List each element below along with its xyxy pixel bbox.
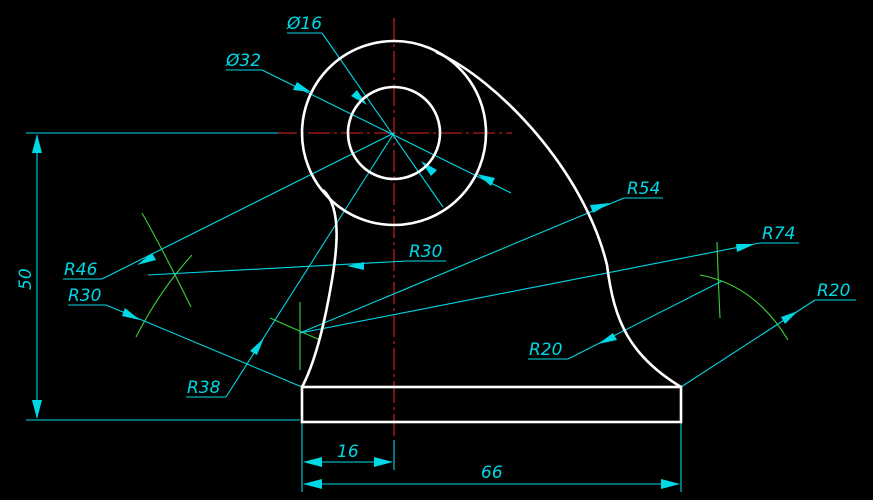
label-width-16: 16: [337, 442, 359, 462]
leader-dia16: [321, 32, 444, 208]
leader-r20-mid: [567, 280, 723, 360]
construction-arc-r30: [135, 254, 193, 338]
leader-r74: [299, 242, 761, 334]
arrow-r20-right: [781, 311, 798, 324]
label-r38: R38: [187, 378, 221, 398]
arrow-r38: [250, 338, 264, 355]
construction-geometry: [135, 212, 789, 370]
arrow-50-top: [32, 134, 42, 153]
label-dia32: Ø32: [225, 51, 261, 71]
dimension-lines: [26, 32, 856, 492]
arrow-dia16-b: [421, 161, 437, 176]
arrow-r74: [736, 244, 755, 252]
part-outline: [300, 39, 683, 424]
arrow-66-right: [661, 479, 680, 489]
arrow-16-right: [374, 457, 393, 467]
outer-circle-dia32: [300, 39, 488, 227]
arrow-16-left: [303, 457, 322, 467]
arrow-dia32-a: [293, 82, 311, 92]
construction-cross-left: [269, 317, 321, 341]
label-r20-mid: R20: [529, 340, 562, 360]
label-r54: R54: [627, 179, 660, 199]
arrow-66-left: [303, 479, 322, 489]
construction-arc-r20: [699, 274, 789, 341]
label-width-66: 66: [481, 463, 503, 483]
arrow-dia32-b: [477, 174, 495, 186]
construction-arc-r74: [716, 241, 721, 319]
arrow-r54: [590, 203, 610, 213]
dimension-labels: Ø16 Ø32 R54 R30 R74 R46 R30 R20 R20 R38 …: [16, 14, 850, 483]
leader-r30-top: [147, 260, 408, 276]
label-r74: R74: [762, 224, 795, 244]
inner-circle-dia16: [346, 85, 442, 181]
label-dia16: Ø16: [286, 14, 322, 34]
arrow-r30-top: [347, 262, 364, 270]
leader-r54: [299, 197, 625, 334]
centerlines: [275, 18, 512, 445]
arrow-r30-left: [122, 308, 140, 320]
arrowheads: [32, 82, 798, 489]
arrow-r20-mid: [598, 333, 617, 344]
label-r30-left: R30: [68, 286, 101, 306]
base-plate: [300, 385, 683, 424]
arrow-dia16-a: [351, 90, 367, 105]
label-r20-right: R20: [817, 281, 850, 301]
leader-r30-left: [105, 304, 303, 388]
label-height-50: 50: [16, 268, 36, 290]
construction-arc-r46: [141, 212, 192, 308]
leader-r46: [101, 132, 395, 280]
arrow-r46: [137, 253, 156, 265]
label-r46: R46: [64, 260, 98, 280]
left-concave-arc: [300, 189, 338, 388]
label-r30-top: R30: [409, 242, 442, 262]
arrow-50-bottom: [32, 400, 42, 419]
right-arm-arc: [435, 50, 682, 389]
